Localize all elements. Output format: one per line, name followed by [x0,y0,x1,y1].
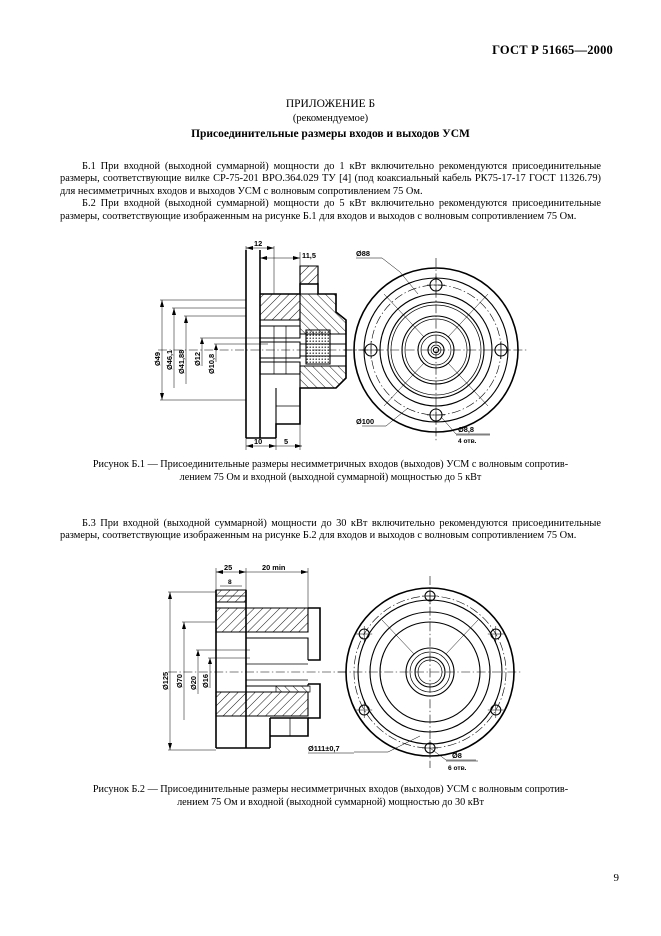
appendix-title: ПРИЛОЖЕНИЕ Б [285,98,376,110]
figure-b1-drawing: Ø49 Ø46,1 Ø41,88 Ø12 Ø10,8 12 11,5 [150,238,530,456]
figure-b1-caption-line2: лением 75 Ом и входной (выходной суммарн… [179,472,482,483]
page-number: 9 [613,872,620,884]
b2-dim-top-20-min: 20 min [262,563,286,572]
b1-front-view [344,258,528,442]
figure-b2-drawing: 25 20 min 8 Ø125 Ø70 [158,560,538,782]
b1-dim-top-12: 12 [254,239,262,248]
b1-dim-diameter-10-8: Ø10,8 [207,354,216,374]
figure-b1-caption-line1: Рисунок Б.1 — Присоединительные размеры … [92,459,569,470]
appendix-subtitle: (рекомендуемое) [292,113,369,124]
b2-front-view-labels: Ø111±0,7 Ø8 6 отв. [308,735,478,772]
b1-dim-circle-88: Ø88 [356,249,370,258]
paragraph-b1: Б.1 При входной (выходной суммарной) мощ… [60,161,601,197]
paragraph-group-b3: Б.3 При входной (выходной суммарной) мощ… [60,518,601,543]
b2-dim-holes-count: 6 отв. [448,765,467,772]
b2-section-view [168,589,348,749]
b1-dim-diameter-46-1: Ø46,1 [165,350,174,370]
b2-top-dimension-lines: 25 20 min 8 [215,563,309,608]
figure-b1-caption: Рисунок Б.1 — Присоединительные размеры … [60,458,601,484]
b1-dim-bottom-5: 5 [284,437,288,446]
b1-dim-circle-100: Ø100 [356,417,374,426]
b1-top-dimension-lines: 12 11,5 [245,239,316,294]
b1-front-view-labels: Ø88 Ø100 Ø8,8 4 отв. [356,249,490,445]
b1-section-view [158,250,365,439]
b2-dim-holes-diameter: Ø8 [452,751,462,760]
figure-b2-caption-line1: Рисунок Б.2 — Присоединительные размеры … [92,784,569,795]
b1-dim-diameter-41-88: Ø41,88 [177,350,186,374]
figure-b2-caption-line2: лением 75 Ом и входной (выходной суммарн… [177,797,484,808]
paragraph-b3: Б.3 При входной (выходной суммарной) мощ… [60,518,601,542]
b2-dim-diameter-125: Ø125 [161,672,170,690]
paragraph-b2: Б.2 При входной (выходной суммарной) мощ… [60,198,601,222]
b2-dim-circle-111: Ø111±0,7 [308,744,340,753]
b1-dim-diameter-49: Ø49 [153,352,162,366]
b2-dim-diameter-16: Ø16 [201,674,210,688]
b1-bolt-holes [362,276,510,424]
figure-b2-caption: Рисунок Б.2 — Присоединительные размеры … [60,783,601,809]
b2-front-view [338,576,522,768]
section-title: Присоединительные размеры входов и выход… [191,128,470,140]
b2-bolt-holes [356,588,504,756]
b1-bottom-dimension-lines: 10 5 [245,424,302,450]
b2-vertical-dimension-lines: Ø125 Ø70 Ø20 Ø16 [161,591,250,751]
b1-dim-diameter-12: Ø12 [193,352,202,366]
b2-dim-top-25: 25 [224,563,232,572]
b1-dim-holes-diameter: Ø8,8 [458,425,474,434]
b2-dim-diameter-70: Ø70 [175,674,184,688]
b1-dim-holes-count: 4 отв. [458,438,477,445]
standard-number-header: ГОСТ Р 51665—2000 [492,43,613,57]
b1-dim-bottom-10: 10 [254,437,262,446]
b2-dim-top-8: 8 [228,579,232,586]
b1-vertical-dimension-lines: Ø49 Ø46,1 Ø41,88 Ø12 Ø10,8 [153,299,268,401]
b2-dim-diameter-20: Ø20 [189,676,198,690]
paragraph-group-b1-b2: Б.1 При входной (выходной суммарной) мощ… [60,161,601,223]
b1-dim-top-11-5: 11,5 [302,251,316,260]
